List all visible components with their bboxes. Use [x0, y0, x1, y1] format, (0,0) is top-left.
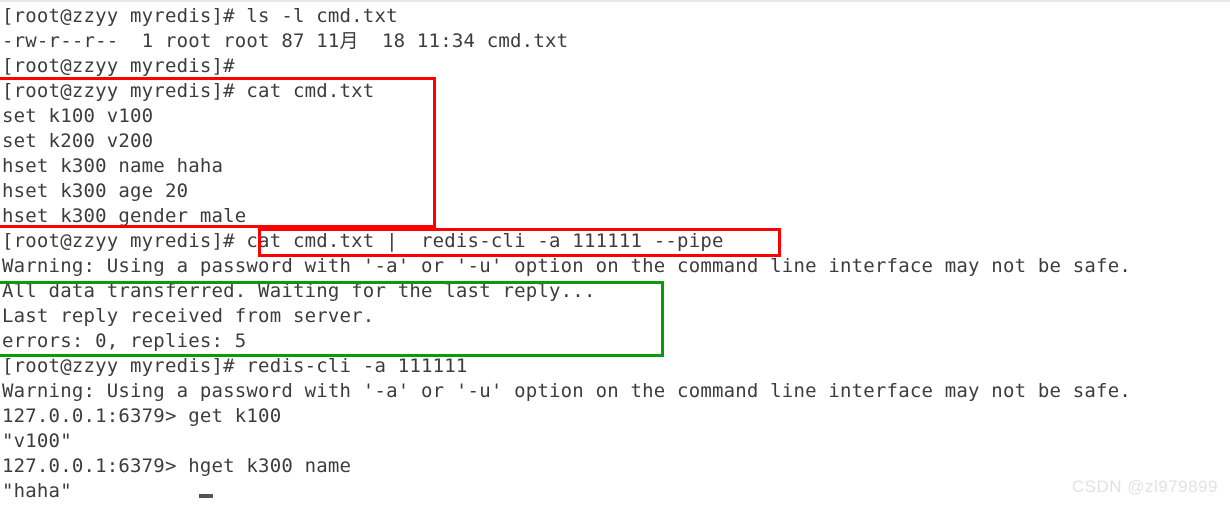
terminal-line: [root@zzyy myredis]# cat cmd.txt: [2, 80, 375, 102]
terminal-line: [root@zzyy myredis]# ls -l cmd.txt: [2, 5, 398, 27]
terminal-line: 127.0.0.1:6379> hget k300 name: [2, 455, 352, 477]
terminal-line: errors: 0, replies: 5: [2, 330, 247, 352]
terminal-line: [root@zzyy myredis]#: [2, 55, 235, 77]
watermark: CSDN @zl979899: [1071, 477, 1218, 496]
terminal-line: "v100": [2, 430, 72, 452]
terminal-line: hset k300 gender male: [2, 205, 247, 227]
terminal-line: [root@zzyy myredis]# redis-cli -a 111111: [2, 355, 468, 377]
terminal-line: Warning: Using a password with '-a' or '…: [2, 380, 1131, 402]
terminal-line: set k200 v200: [2, 130, 154, 152]
terminal-line: hset k300 name haha: [2, 155, 224, 177]
terminal-line: "haha": [2, 480, 72, 502]
terminal-line: hset k300 age 20: [2, 180, 189, 202]
terminal-line: Last reply received from server.: [2, 305, 375, 327]
terminal-console-output[interactable]: [root@zzyy myredis]# ls -l cmd.txt -rw-r…: [0, 4, 1230, 504]
terminal-line: -rw-r--r-- 1 root root 87 11月 18 11:34 c…: [2, 30, 569, 52]
terminal-line: Warning: Using a password with '-a' or '…: [2, 255, 1131, 277]
terminal-line: [root@zzyy myredis]# cat cmd.txt | redis…: [2, 230, 724, 252]
terminal-line: 127.0.0.1:6379> get k100: [2, 405, 282, 427]
terminal-cursor: [199, 494, 213, 498]
terminal-line: set k100 v100: [2, 105, 154, 127]
window-top-divider: [0, 0, 1230, 2]
terminal-line: All data transferred. Waiting for the la…: [2, 280, 596, 302]
